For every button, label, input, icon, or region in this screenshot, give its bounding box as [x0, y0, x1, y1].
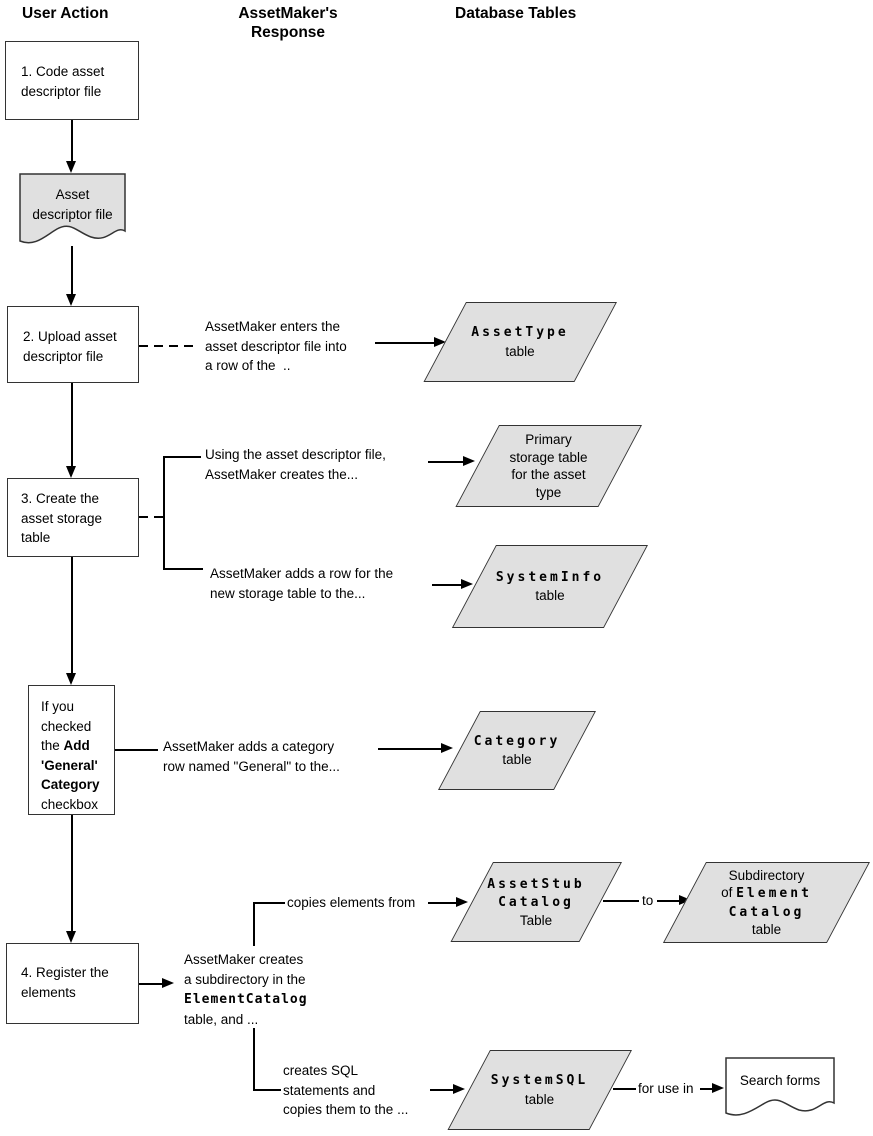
- arrow-conditional-to-step4: [71, 815, 73, 932]
- arrowhead-right-icon: [463, 456, 475, 466]
- arrowhead-down-icon: [66, 294, 76, 306]
- arrowhead-right-icon: [434, 337, 446, 347]
- arrow-step4-to-response: [139, 983, 163, 985]
- branch-copies-line: [253, 902, 285, 904]
- branch-spine-bottom: [253, 1028, 255, 1091]
- arrowhead-right-icon: [453, 1084, 465, 1094]
- arrow-to-search-forms: [700, 1088, 713, 1090]
- document-search-forms: Search forms: [725, 1057, 835, 1123]
- arrow-step2-to-step3: [71, 383, 73, 467]
- arrowhead-right-icon: [461, 579, 473, 589]
- arrowhead-right-icon: [162, 978, 174, 988]
- label-for-use-in: for use in: [638, 1081, 694, 1096]
- connector-conditional-to-response: [115, 749, 158, 751]
- label-copies-elements-from: copies elements from: [287, 895, 416, 910]
- document-label: Search forms: [739, 1073, 821, 1088]
- connector-step3-to-branches: [139, 516, 164, 518]
- arrow-response-to-systeminfo: [432, 584, 462, 586]
- arrow-response-to-assettype: [375, 342, 435, 344]
- arrow-step3-to-conditional: [71, 557, 73, 674]
- arrow-to-assetstub: [428, 902, 456, 904]
- arrowhead-right-icon: [456, 897, 468, 907]
- arrowhead-down-icon: [66, 466, 76, 478]
- connector-systemsql-to-label: [613, 1088, 636, 1090]
- document-shape: [19, 173, 126, 244]
- arrowhead-down-icon: [66, 673, 76, 685]
- connector-step2-to-response: [139, 345, 199, 347]
- arrowhead-down-icon: [66, 161, 76, 173]
- arrowhead-down-icon: [66, 931, 76, 943]
- column-header-assetmaker-response: AssetMaker's Response: [238, 5, 338, 41]
- branch-bottom-line: [163, 568, 203, 570]
- response-creates-storage-text: Using the asset descriptor file,AssetMak…: [205, 447, 386, 482]
- arrow-to-subdirectory: [657, 900, 680, 902]
- branch-sql-line: [253, 1089, 281, 1091]
- document-shape: [725, 1057, 835, 1116]
- branch-spine-step3: [163, 456, 165, 569]
- arrow-step1-to-descriptor: [71, 120, 73, 162]
- column-header-user-action: User Action: [22, 5, 109, 22]
- arrowhead-right-icon: [712, 1083, 724, 1093]
- arrow-to-systemsql: [430, 1089, 454, 1091]
- arrow-response-to-category: [378, 748, 442, 750]
- branch-spine-top: [253, 902, 255, 946]
- column-header-database-tables: Database Tables: [455, 5, 577, 22]
- arrow-descriptor-to-step2: [71, 246, 73, 295]
- arrowhead-right-icon: [441, 743, 453, 753]
- arrow-response-to-primary-storage: [428, 461, 464, 463]
- connector-assetstub-to-label: [603, 900, 639, 902]
- label-to: to: [642, 893, 654, 908]
- branch-top-line: [163, 456, 201, 458]
